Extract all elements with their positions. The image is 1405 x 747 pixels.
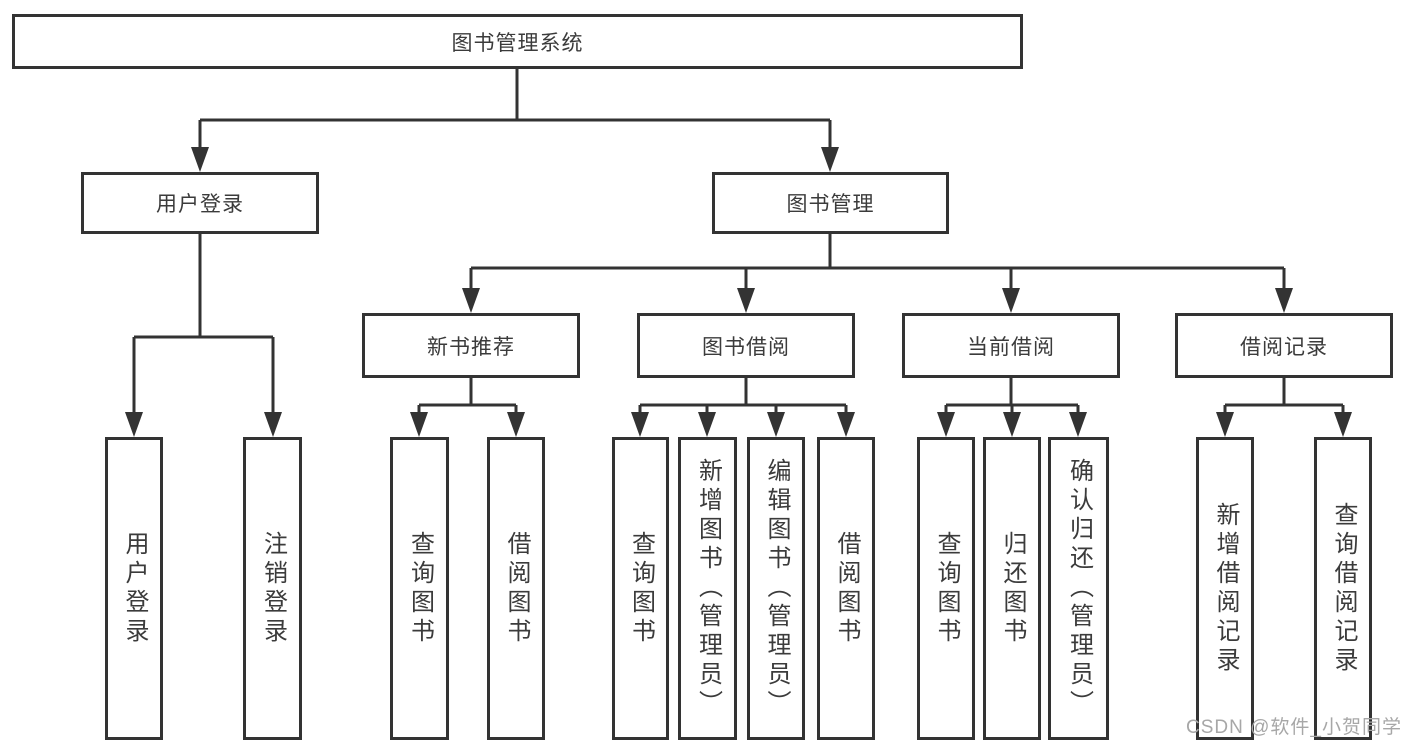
node-label: 图书管理系统 (451, 31, 584, 55)
node-current-borrow: 当前借阅 (902, 313, 1120, 378)
leaf-recommend-query-book: 查询图书 (390, 437, 449, 740)
node-label: 借阅图书 (503, 530, 530, 647)
node-root-system: 图书管理系统 (12, 14, 1023, 69)
node-label: 查询图书 (933, 530, 960, 647)
node-new-book-recommend: 新书推荐 (362, 313, 580, 378)
node-borrow-record: 借阅记录 (1175, 313, 1393, 378)
leaf-record-query-borrow-record: 查询借阅记录 (1314, 437, 1372, 740)
node-user-login: 用户登录 (81, 172, 319, 234)
node-label: 新增图书（管理员） (694, 458, 722, 719)
leaf-current-return-book: 归还图书 (983, 437, 1041, 740)
node-label: 新增借阅记录 (1212, 501, 1239, 676)
leaf-user-login: 用户登录 (105, 437, 163, 740)
leaf-record-add-borrow-record: 新增借阅记录 (1196, 437, 1254, 740)
node-label: 查询借阅记录 (1330, 501, 1357, 676)
watermark-text: CSDN @软件_小贺同学 (1186, 717, 1402, 738)
node-label: 借阅记录 (1240, 335, 1328, 359)
node-book-management: 图书管理 (712, 172, 949, 234)
node-label: 新书推荐 (427, 335, 515, 359)
leaf-borrow-edit-book-admin: 编辑图书（管理员） (747, 437, 805, 740)
leaf-recommend-borrow-book: 借阅图书 (487, 437, 545, 740)
node-label: 注销登录 (259, 530, 287, 647)
node-label: 用户登录 (156, 193, 244, 216)
node-label: 借阅图书 (833, 530, 860, 647)
node-label: 确认归还（管理员） (1065, 458, 1093, 719)
arrowheads (125, 147, 1352, 437)
node-label: 编辑图书（管理员） (763, 458, 790, 719)
node-label: 图书管理 (786, 193, 875, 216)
leaf-borrow-borrow-book: 借阅图书 (817, 437, 875, 740)
node-book-borrow: 图书借阅 (637, 313, 855, 378)
node-label: 归还图书 (999, 530, 1026, 647)
node-label: 查询图书 (406, 530, 434, 647)
leaf-current-confirm-return-admin: 确认归还（管理员） (1048, 437, 1109, 740)
leaf-borrow-query-book: 查询图书 (612, 437, 669, 740)
leaf-current-query-book: 查询图书 (917, 437, 975, 740)
leaf-logout: 注销登录 (243, 437, 302, 740)
leaf-borrow-add-book-admin: 新增图书（管理员） (678, 437, 737, 740)
node-label: 当前借阅 (967, 335, 1055, 359)
node-label: 图书借阅 (702, 335, 790, 359)
node-label: 用户登录 (121, 530, 148, 647)
node-label: 查询图书 (627, 530, 655, 647)
